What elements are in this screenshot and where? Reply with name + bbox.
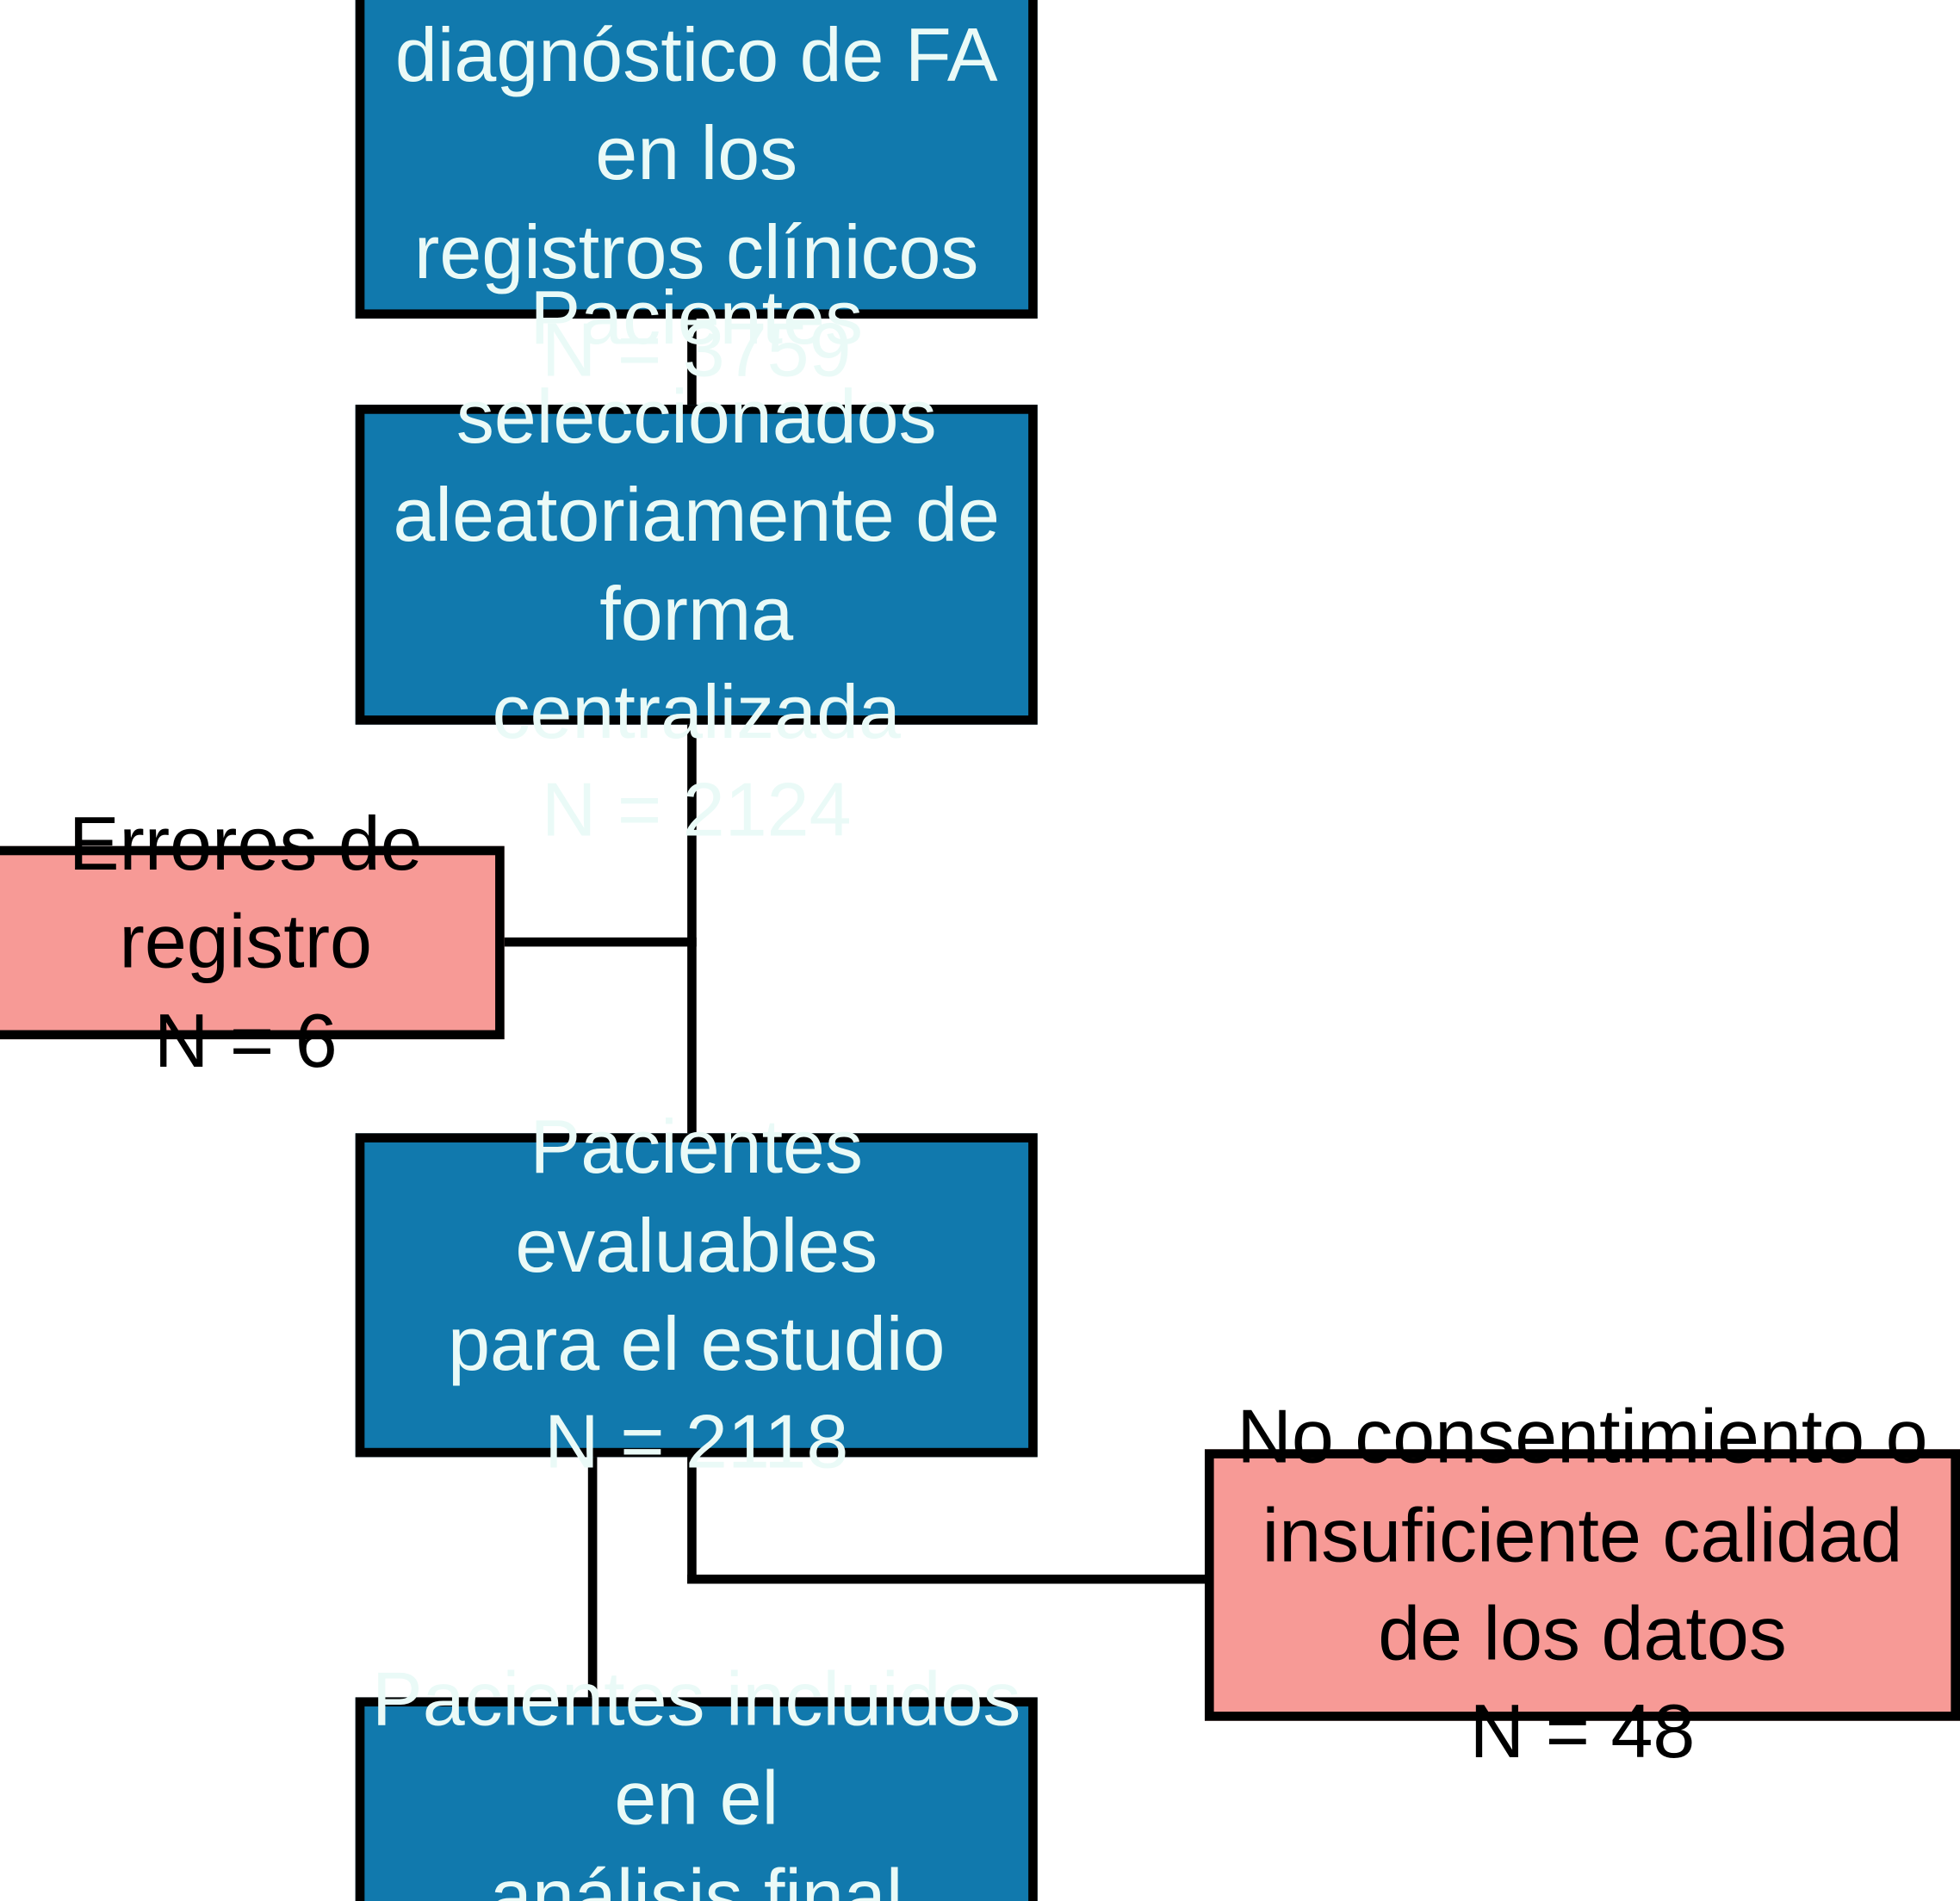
node-total-population-count: N = 3759 bbox=[541, 308, 852, 393]
node-no-consent-line-1: No consentimiento o bbox=[1237, 1394, 1928, 1480]
node-registry-errors: Errores de registro N = 6 bbox=[0, 802, 505, 1083]
node-evaluable-patients: Pacientes evaluables para el estudio N =… bbox=[355, 1105, 1038, 1485]
node-selected-patients-line-2: aleatoriamente de forma bbox=[393, 473, 1000, 657]
node-included-patients: Pacientes incluidos en el análisis final… bbox=[355, 1657, 1038, 1901]
node-evaluable-patients-line-1: Pacientes evaluables bbox=[515, 1105, 878, 1289]
connector-selected-to-evaluable bbox=[687, 724, 697, 1134]
connector-elbow-to-noconsent bbox=[687, 1574, 1211, 1584]
connector-total-to-selected bbox=[687, 319, 697, 406]
node-evaluable-patients-line-2: para el estudio bbox=[448, 1301, 946, 1387]
node-selected-patients-count: N = 2124 bbox=[541, 768, 852, 853]
node-total-population-line-3: registros clínicos bbox=[414, 209, 979, 295]
node-included-patients-line-1: Pacientes incluidos en el bbox=[372, 1656, 1021, 1841]
node-included-patients-line-2: análisis final bbox=[490, 1854, 903, 1901]
connector-errors-to-trunk bbox=[504, 937, 697, 947]
node-total-population-line-2: diagnóstico de FA en los bbox=[394, 13, 998, 196]
node-no-consent-or-poor-data: No consentimiento o insuficiente calidad… bbox=[1204, 1395, 1960, 1774]
node-evaluable-patients-count: N = 2118 bbox=[544, 1400, 849, 1485]
node-no-consent-line-2: insuficiente calidad de los datos bbox=[1262, 1493, 1903, 1677]
connector-evaluable-elbow-stem bbox=[687, 1457, 697, 1584]
node-no-consent-count: N = 48 bbox=[1469, 1689, 1696, 1775]
node-registry-errors-line-1: Errores de registro bbox=[68, 802, 423, 985]
node-selected-patients-line-1: Pacientes seleccionados bbox=[456, 276, 937, 460]
node-registry-errors-count: N = 6 bbox=[153, 998, 338, 1084]
connector-evaluable-to-included bbox=[587, 1457, 598, 1698]
node-selected-patients-line-3: centralizada bbox=[492, 669, 902, 755]
node-total-population: Población total con diagnóstico de FA en… bbox=[355, 0, 1038, 393]
node-total-population-line-1: Población total con bbox=[364, 0, 1028, 6]
node-selected-patients: Pacientes seleccionados aleatoriamente d… bbox=[355, 276, 1038, 853]
